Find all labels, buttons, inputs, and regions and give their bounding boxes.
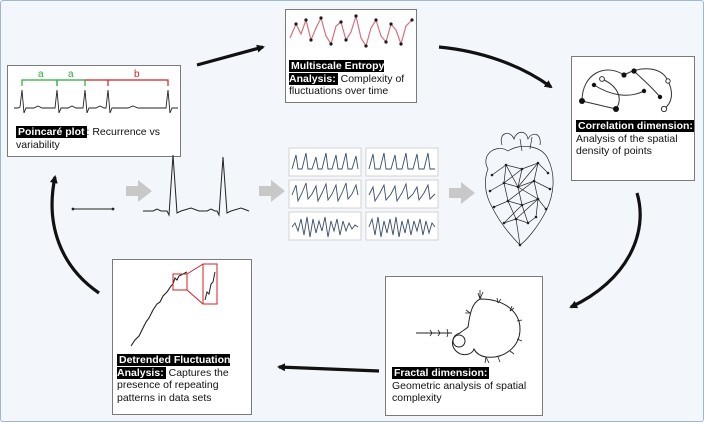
correlation-title: Correlation dimension: [576, 120, 694, 132]
dfa-card: Detrended Fluctuation Analysis: Captures… [112, 259, 252, 415]
entropy-desc: Complexity of fluctuations over time [289, 72, 405, 98]
heart-network-icon [485, 131, 554, 247]
entropy-points [294, 14, 414, 48]
poincare-title: Poincaré plot [16, 126, 87, 138]
fractal-card: Fractal dimension:Geometric analysis of … [385, 276, 543, 416]
dfa-caption: Detrended Fluctuation Analysis: Captures… [117, 354, 251, 404]
pipeline-ecg-beats [143, 154, 250, 217]
fractal-caption: Fractal dimension:Geometric analysis of … [392, 367, 542, 405]
arrow-dfa-to-poincare [49, 175, 100, 295]
arrow-poincare-to-entropy [196, 44, 265, 67]
entropy-caption: Multiscale Entropy Analysis: Complexity … [289, 60, 416, 98]
gray-arrow-2 [259, 180, 285, 202]
poincare-desc: : Recurrence vs variability [16, 126, 161, 151]
correlation-caption: Correlation dimension: Analysis of the s… [576, 120, 694, 158]
gray-arrow-3 [449, 182, 475, 204]
fractal-desc: Geometric analysis of spatial complexity [392, 379, 527, 405]
interval-label-a2: a [68, 69, 74, 80]
correlation-desc: Analysis of the spatial density of point… [576, 132, 678, 158]
dfa-trace [130, 263, 218, 347]
poincare-card: a a b Poincaré plot: Recurrence vs varia… [7, 65, 181, 157]
gray-arrow-1 [126, 180, 152, 202]
arrow-entropy-to-correlation [438, 45, 553, 89]
ecg-interval-diagram: a a b [14, 69, 178, 114]
entropy-card: Multiscale Entropy Analysis: Complexity … [285, 9, 417, 103]
pipeline-flat-line [71, 207, 115, 211]
interval-label-a1: a [38, 69, 44, 80]
entropy-signal [289, 13, 414, 48]
correlation-network [579, 68, 672, 113]
ecg-trace [14, 89, 178, 114]
dfa-desc: Captures the presence of repeating patte… [117, 366, 229, 404]
arrow-correlation-to-fractal [569, 192, 642, 309]
arrow-fractal-to-dfa [277, 363, 380, 373]
mandelbrot-icon [416, 290, 523, 364]
interval-brackets [21, 79, 169, 86]
signal-grid [288, 147, 439, 241]
correlation-card: Correlation dimension: Analysis of the s… [571, 56, 695, 181]
interval-label-b: b [134, 69, 140, 80]
poincare-caption: Poincaré plot: Recurrence vs variability [16, 126, 180, 151]
fractal-title: Fractal dimension: [392, 367, 490, 379]
